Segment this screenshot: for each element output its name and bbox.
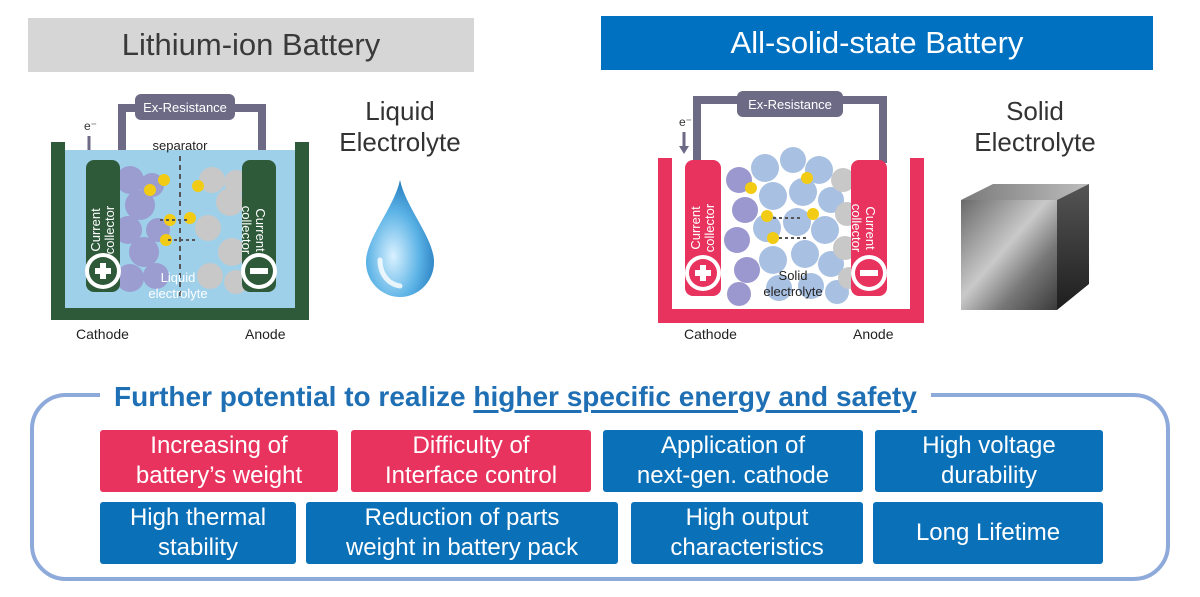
li-casing <box>51 142 309 320</box>
box-long-lifetime: Long Lifetime <box>873 502 1103 564</box>
ss-anode-label: Anode <box>853 326 894 342</box>
li-cathode-collector-label: Currentcollector <box>88 205 117 254</box>
solid-cube-icon <box>961 184 1089 310</box>
ss-cathode-collector-label: Currentcollector <box>688 203 717 252</box>
electron-symbol: e⁻ <box>679 115 692 129</box>
ex-resistance-label: Ex-Resistance <box>748 97 832 112</box>
ex-resistance-box <box>135 94 235 120</box>
separator-label: separator <box>153 138 209 153</box>
electron-arrowhead <box>679 146 689 154</box>
solid-state-title: All-solid-state Battery <box>601 16 1153 70</box>
solid-state-cell-diagram: Ex-Resistance e⁻ Currentcollector Curren… <box>658 91 924 323</box>
ss-anode-collector-label: Currentcollector <box>849 204 878 253</box>
potential-headline: Further potential to realize higher spec… <box>100 375 931 419</box>
plus-icon <box>85 253 121 289</box>
ex-resistance-label: Ex-Resistance <box>143 100 227 115</box>
lithium-ions <box>745 172 819 244</box>
minus-icon <box>241 253 277 289</box>
lithium-ion-title: Lithium-ion Battery <box>28 18 474 72</box>
ion-flow-arrows <box>160 219 198 241</box>
ex-resistance-box <box>737 91 843 117</box>
cathode-particles <box>114 166 170 292</box>
ss-casing <box>658 158 924 323</box>
ss-cathode-label: Cathode <box>684 326 737 342</box>
plus-icon <box>685 255 721 291</box>
potential-headline-emphasis: higher specific energy and safety <box>473 381 917 412</box>
lithium-ions <box>144 174 204 246</box>
minus-icon <box>851 255 887 291</box>
solid-electrolyte-particles <box>751 147 849 304</box>
liquid-drop-icon <box>366 180 434 297</box>
li-anode-collector-label: Currentcollector <box>239 206 268 255</box>
li-cathode-label: Cathode <box>76 326 129 342</box>
electron-symbol: e⁻ <box>84 119 97 133</box>
ion-flow-arrows <box>773 217 809 239</box>
lithium-ion-cell-diagram: Ex-Resistance e⁻ separator Currentcollec… <box>51 94 309 320</box>
li-anode-label: Anode <box>245 326 286 342</box>
